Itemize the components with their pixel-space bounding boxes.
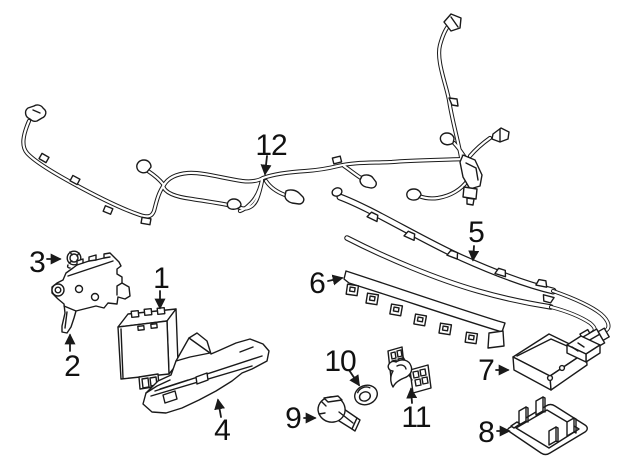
callout-4-label: 4 [214,414,230,447]
callouts: 1 2 3 4 5 6 7 [29,129,511,449]
callout-3[interactable]: 3 [29,246,62,279]
callout-10-arrow [348,369,360,387]
callout-12[interactable]: 12 [255,129,288,176]
callout-7[interactable]: 7 [478,354,510,387]
callout-11-arrow [406,387,418,404]
callout-5-arrow [468,245,480,262]
wiring-harness-drawing [23,13,510,226]
sensor-bracket-drawing [387,346,432,394]
callout-9-label: 9 [285,402,301,435]
callout-1-label: 1 [153,262,169,295]
callout-4[interactable]: 4 [214,398,231,447]
upper-molding-strip-drawing [331,187,611,356]
callout-8[interactable]: 8 [478,416,511,449]
callout-9[interactable]: 9 [285,402,317,435]
sensor-grommet-drawing [354,384,378,406]
callout-2-label: 2 [64,350,80,383]
callout-12-label: 12 [255,129,287,162]
callout-8-label: 8 [478,416,494,449]
callout-4-arrow [214,398,226,418]
callout-5[interactable]: 5 [468,216,485,262]
callout-5-label: 5 [468,216,484,249]
callout-10[interactable]: 10 [324,345,360,387]
callout-12-arrow [260,155,272,176]
callout-3-label: 3 [29,246,45,279]
module-bracket-tray-drawing [506,396,588,456]
air-deflector-drawing [142,332,270,414]
callout-11-label: 11 [401,401,430,434]
callout-6-label: 6 [309,267,325,300]
mounting-bracket-drawing [51,252,131,334]
callout-7-label: 7 [478,354,494,387]
callout-1[interactable]: 1 [153,262,170,310]
park-sensor-drawing [317,395,361,432]
callout-6-arrow [327,274,344,286]
callout-10-label: 10 [324,345,356,378]
callout-6[interactable]: 6 [309,267,344,300]
callout-2[interactable]: 2 [64,333,81,383]
object-sensor-module-drawing [512,333,601,391]
callout-11[interactable]: 11 [401,387,432,434]
lower-strip-drawing [343,270,506,349]
